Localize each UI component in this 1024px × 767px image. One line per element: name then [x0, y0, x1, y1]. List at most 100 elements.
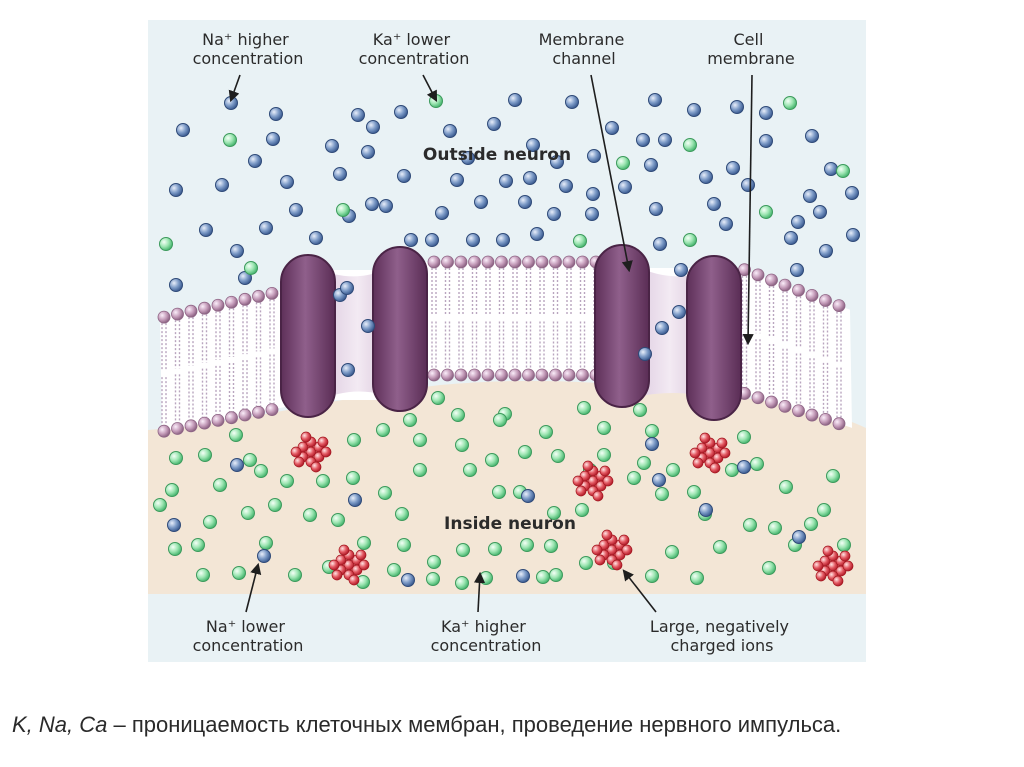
- lipid-head: [184, 419, 198, 433]
- large-negative-ion: [290, 431, 332, 473]
- label-ka-high: Ka⁺ higher concentration: [431, 617, 542, 655]
- lipid-head: [171, 307, 184, 321]
- large-ion-bead: [591, 544, 603, 556]
- lipid-head: [198, 416, 211, 430]
- lipid-head: [805, 408, 819, 422]
- arrow-membrane-channel: [590, 74, 633, 273]
- ka-ion: [579, 556, 593, 570]
- na-ion: [496, 233, 510, 247]
- na-ion: [790, 263, 804, 277]
- ka-ion: [455, 576, 469, 590]
- lipid-head: [171, 422, 184, 435]
- lipid-head: [211, 298, 225, 312]
- ka-ion: [683, 138, 697, 152]
- large-ion-bead: [602, 475, 614, 487]
- ka-ion: [577, 401, 591, 415]
- lipid-head: [751, 268, 765, 282]
- lipid-head: [765, 273, 778, 287]
- lipid-head: [765, 395, 778, 409]
- large-negative-ion: [591, 529, 633, 571]
- large-negative-ion: [572, 460, 614, 502]
- caption-elements: K, Na, Ca: [12, 712, 108, 737]
- ka-ion: [768, 521, 782, 535]
- ka-ion: [165, 483, 179, 497]
- lipid-head: [508, 368, 522, 382]
- label-outside-neuron: Outside neuron: [423, 145, 571, 165]
- na-ion: [499, 174, 513, 188]
- large-ion-bead: [832, 575, 844, 587]
- ka-ion: [683, 233, 697, 247]
- label-inside-neuron: Inside neuron: [444, 514, 576, 534]
- channel-subunit-left: [594, 244, 650, 408]
- large-ion-bead: [290, 446, 302, 458]
- label-large-ions: Large, negatively charged ions: [650, 617, 794, 655]
- neuron-membrane-diagram: Na⁺ higher concentration Ka⁺ lower conce…: [148, 20, 866, 662]
- na-ion: [230, 244, 244, 258]
- ka-ion: [666, 463, 680, 477]
- slide-caption: K, Na, Ca – проницаемость клеточных мемб…: [12, 712, 1012, 738]
- na-ion: [672, 305, 686, 319]
- ka-ion: [743, 518, 757, 532]
- na-ion: [435, 206, 449, 220]
- ka-ion: [455, 438, 469, 452]
- na-ion: [280, 175, 294, 189]
- na-ion: [443, 124, 457, 138]
- na-ion: [652, 473, 666, 487]
- lipid-head: [495, 255, 508, 269]
- ka-ion: [347, 433, 361, 447]
- large-ion-bead: [621, 544, 633, 556]
- ka-ion: [573, 234, 587, 248]
- ka-ion: [243, 453, 257, 467]
- lipid-head: [792, 283, 805, 297]
- na-ion: [450, 173, 464, 187]
- ka-ion: [597, 421, 611, 435]
- lipid-head: [481, 255, 495, 269]
- lipid-head: [184, 304, 198, 318]
- label-arrows: [228, 74, 754, 613]
- na-ion: [401, 573, 415, 587]
- na-ion: [586, 187, 600, 201]
- ka-ion: [426, 572, 440, 586]
- lipid-head: [549, 255, 562, 269]
- na-ion: [167, 518, 181, 532]
- na-ion: [845, 186, 859, 200]
- na-ion: [289, 203, 303, 217]
- na-ion: [466, 233, 480, 247]
- large-ion-bead: [338, 544, 350, 556]
- na-ion: [699, 503, 713, 517]
- label-cell-membrane: Cell membrane: [707, 30, 795, 68]
- ka-ion: [597, 448, 611, 462]
- na-ion: [791, 215, 805, 229]
- na-ion: [707, 197, 721, 211]
- ka-ion: [316, 474, 330, 488]
- na-ion: [653, 237, 667, 251]
- ka-ion: [536, 570, 550, 584]
- ka-ion: [549, 568, 563, 582]
- na-ion: [259, 221, 273, 235]
- ka-ion: [387, 563, 401, 577]
- na-ion: [687, 103, 701, 117]
- na-ion: [587, 149, 601, 163]
- na-ion: [648, 93, 662, 107]
- na-ion: [605, 121, 619, 135]
- lipid-head: [225, 295, 238, 309]
- ka-ion: [403, 413, 417, 427]
- membrane-channel-right: [594, 244, 742, 421]
- ka-ion: [479, 571, 493, 585]
- lipid-head: [792, 404, 805, 418]
- lipid-head: [238, 292, 252, 306]
- na-ion: [737, 460, 751, 474]
- arrow-cell-membrane: [742, 74, 754, 346]
- large-ion-bead: [822, 545, 834, 557]
- lipid-head: [562, 255, 576, 269]
- na-ion: [361, 145, 375, 159]
- lipid-head: [252, 405, 265, 419]
- na-ion: [805, 129, 819, 143]
- ka-ion: [488, 542, 502, 556]
- na-ion: [325, 139, 339, 153]
- na-ion: [508, 93, 522, 107]
- na-ion: [547, 207, 561, 221]
- na-ion: [474, 195, 488, 209]
- ka-ion: [633, 403, 647, 417]
- lipid-head: [481, 368, 495, 382]
